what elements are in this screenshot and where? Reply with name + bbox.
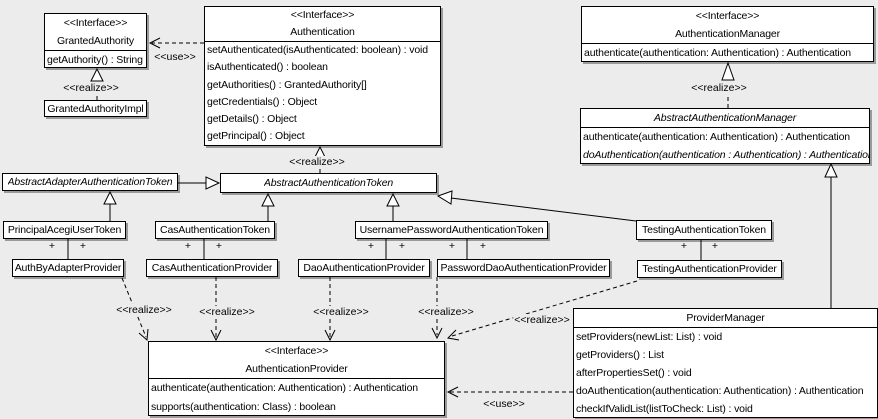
class-name: AbstractAuthenticationManager: [581, 109, 869, 128]
multiplicity-plus: +: [398, 240, 406, 252]
realize-label: <<realize>>: [312, 306, 370, 318]
method: getDetails() : Object: [207, 113, 297, 126]
class-name: AbstractAuthenticationToken: [263, 177, 394, 189]
method: getCredentials() : Object: [207, 95, 318, 108]
generalization-testing-token-to-abstract-token: [436, 190, 637, 222]
generalization-userpass-token-to-abstract-token: [386, 192, 400, 221]
class-name: CasAuthenticationProvider: [151, 262, 273, 274]
realize-label: <<realize>>: [690, 82, 748, 94]
realize-label: <<realize>>: [198, 306, 256, 318]
method: getProviders() : List: [576, 349, 664, 361]
class-name: TestingAuthenticationToken: [642, 224, 766, 236]
class-name: PasswordDaoAuthenticationProvider: [440, 262, 607, 274]
method: getPrincipal() : Object: [207, 130, 305, 143]
multiplicity-plus: +: [184, 240, 192, 252]
method: authenticate(authentication: Authenticat…: [584, 47, 851, 59]
multiplicity-plus: +: [711, 240, 719, 252]
multiplicity-plus: +: [79, 240, 87, 252]
stereotype-label: <<Interface>>: [63, 17, 128, 29]
method: isAuthenticated() : boolean: [207, 61, 328, 74]
class-testing-authentication-token[interactable]: TestingAuthenticationToken: [636, 220, 772, 240]
class-password-dao-authentication-provider[interactable]: PasswordDaoAuthenticationProvider: [437, 259, 610, 277]
class-auth-by-adapter-provider[interactable]: AuthByAdapterProvider: [12, 259, 124, 277]
multiplicity-plus: +: [479, 240, 487, 252]
class-name: UsernamePasswordAuthenticationToken: [359, 224, 544, 236]
method: getAuthority() : String: [47, 54, 143, 66]
class-granted-authority[interactable]: <<Interface>> GrantedAuthority getAuthor…: [44, 13, 147, 68]
class-abstract-adapter-authentication-token[interactable]: AbstractAdapterAuthenticationToken: [2, 173, 178, 191]
class-testing-authentication-provider[interactable]: TestingAuthenticationProvider: [637, 260, 782, 278]
stereotype-label: <<Interface>>: [290, 9, 355, 21]
class-authentication-manager[interactable]: <<Interface>> AuthenticationManager auth…: [581, 6, 874, 62]
class-cas-authentication-token[interactable]: CasAuthenticationToken: [155, 221, 275, 239]
method: authenticate(authentication: Authenticat…: [583, 131, 850, 143]
class-name: AbstractAdapterAuthenticationToken: [7, 176, 173, 188]
generalization-provider-manager-to-abstract-manager: [824, 162, 838, 308]
realize-label: <<realize>>: [115, 304, 173, 316]
class-abstract-authentication-token[interactable]: AbstractAuthenticationToken: [220, 173, 437, 193]
realize-label: <<realize>>: [62, 82, 120, 94]
method: getAuthorities() : GrantedAuthority[]: [207, 78, 367, 91]
class-name: TestingAuthenticationProvider: [642, 263, 777, 275]
method: setProviders(newList: List) : void: [576, 331, 723, 343]
class-name: AuthenticationManager: [675, 28, 780, 40]
stereotype-label: <<Interface>>: [264, 345, 329, 357]
method: doAuthentication(authentication: Authent…: [576, 385, 864, 397]
generalization-adapter-token-to-abstract-token: [178, 176, 221, 190]
class-name: DaoAuthenticationProvider: [303, 262, 425, 274]
class-name: GrantedAuthority: [57, 35, 134, 47]
use-provider-manager-to-authentication-provider: [446, 386, 573, 398]
realize-label: <<realize>>: [417, 306, 475, 318]
class-name: Authentication: [290, 26, 355, 38]
method: supports(authentication: Class) : boolea…: [151, 401, 336, 413]
method: afterPropertiesSet() : void: [576, 367, 692, 379]
class-cas-authentication-provider[interactable]: CasAuthenticationProvider: [146, 259, 278, 277]
class-provider-manager[interactable]: ProviderManager setProviders(newList: Li…: [573, 308, 878, 418]
method: setAuthenticated(isAuthenticated: boolea…: [207, 44, 428, 56]
stereotype-label: <<Interface>>: [695, 10, 760, 22]
class-name: ProviderManager: [574, 309, 877, 328]
multiplicity-plus: +: [215, 240, 223, 252]
use-authentication-to-granted-authority: [148, 37, 204, 49]
class-name: AuthenticationProvider: [245, 363, 348, 375]
generalization-cas-token-to-abstract-token: [261, 192, 275, 221]
class-name: CasAuthenticationToken: [160, 224, 270, 236]
realize-label: <<realize>>: [513, 314, 571, 326]
multiplicity-plus: +: [448, 240, 456, 252]
class-authentication-provider[interactable]: <<Interface>> AuthenticationProvider aut…: [148, 341, 445, 416]
multiplicity-plus: +: [367, 240, 375, 252]
class-principal-acegi-user-token[interactable]: PrincipalAcegiUserToken: [3, 221, 126, 239]
use-label: <<use>>: [153, 51, 197, 63]
generalization-principal-to-adapter-token: [103, 190, 117, 221]
use-label: <<use>>: [482, 398, 526, 410]
multiplicity-plus: +: [680, 240, 688, 252]
multiplicity-plus: +: [48, 240, 56, 252]
class-dao-authentication-provider[interactable]: DaoAuthenticationProvider: [298, 259, 430, 277]
class-name: GrantedAuthorityImpl: [47, 102, 144, 115]
class-authentication[interactable]: <<Interface>> Authentication setAuthenti…: [204, 6, 441, 146]
realize-label: <<realize>>: [288, 156, 346, 168]
class-name: AuthByAdapterProvider: [14, 262, 122, 274]
method: checkIfValidList(listToCheck: List) : vo…: [576, 403, 753, 415]
class-name: PrincipalAcegiUserToken: [7, 224, 122, 236]
method: authenticate(authentication: Authenticat…: [151, 382, 418, 394]
class-abstract-authentication-manager[interactable]: AbstractAuthenticationManager authentica…: [580, 108, 870, 164]
class-username-password-authentication-token[interactable]: UsernamePasswordAuthenticationToken: [355, 221, 548, 239]
class-granted-authority-impl[interactable]: GrantedAuthorityImpl: [44, 100, 147, 117]
method-abstract: doAuthentication(authentication : Authen…: [583, 149, 869, 161]
